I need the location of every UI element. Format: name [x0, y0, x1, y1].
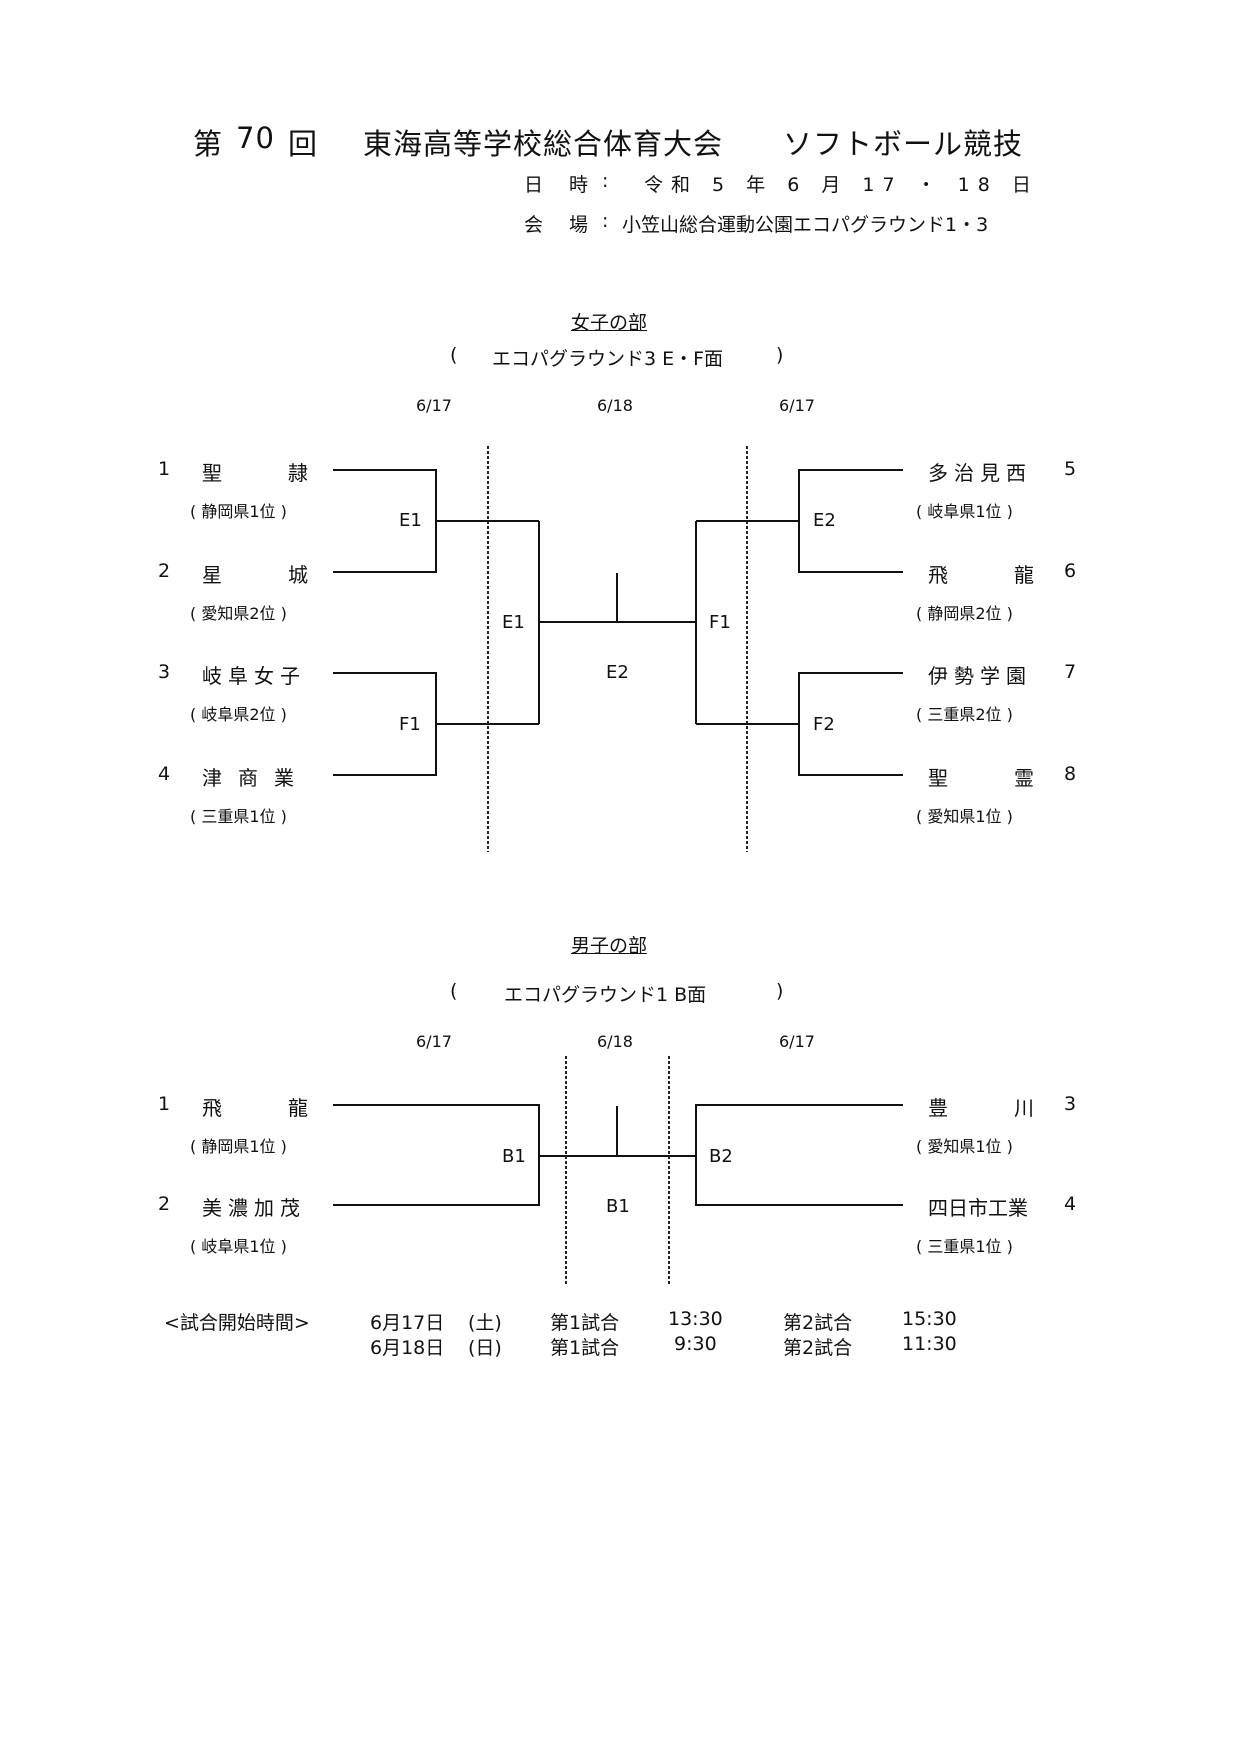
schedule-game2: 第2試合 — [783, 1312, 853, 1334]
team-prefecture: ( 愛知県2位 ) — [190, 604, 287, 623]
women-date-center: 6/18 — [597, 396, 633, 415]
men-date-left: 6/17 — [416, 1032, 452, 1051]
team-prefecture: ( 岐阜県1位 ) — [190, 1237, 287, 1256]
match-label: F1 — [709, 612, 731, 633]
date-colon: : — [602, 170, 609, 192]
schedule-time2: 15:30 — [902, 1308, 957, 1330]
title-sport: ソフトボール競技 — [783, 127, 1024, 161]
team-name: 飛 龍 — [202, 1096, 308, 1120]
team-seed: 5 — [1064, 458, 1077, 480]
team-prefecture: ( 愛知県1位 ) — [916, 1137, 1013, 1156]
team-name: 多治見西 — [928, 461, 1032, 485]
title-tournament: 東海高等学校総合体育大会 — [363, 127, 724, 161]
team-name: 聖 霊 — [928, 766, 1034, 790]
title-number: 70 — [236, 121, 275, 155]
team-prefecture: ( 三重県1位 ) — [916, 1237, 1013, 1256]
schedule-time1: 9:30 — [674, 1333, 717, 1355]
match-label: E1 — [399, 510, 422, 531]
team-name: 豊 川 — [928, 1096, 1034, 1120]
team-name: 伊勢学園 — [928, 664, 1032, 688]
team-seed: 8 — [1064, 763, 1077, 785]
schedule-day: (日) — [468, 1337, 502, 1359]
venue-label: 会 場 — [524, 214, 599, 236]
match-label: F2 — [813, 714, 835, 735]
schedule-game1: 第1試合 — [550, 1337, 620, 1359]
match-label: E2 — [606, 662, 629, 683]
schedule-day: (土) — [468, 1312, 502, 1334]
team-seed: 1 — [158, 1093, 171, 1115]
bracket-line — [798, 672, 903, 776]
bracket-line — [333, 1104, 540, 1206]
schedule-heading: <試合開始時間> — [164, 1312, 310, 1334]
team-prefecture: ( 三重県2位 ) — [916, 705, 1013, 724]
team-name: 津商業 — [202, 766, 310, 790]
team-seed: 3 — [1064, 1093, 1077, 1115]
women-date-left: 6/17 — [416, 396, 452, 415]
team-prefecture: ( 静岡県2位 ) — [916, 604, 1013, 623]
men-section-title: 男子の部 — [571, 935, 648, 957]
bracket-line — [333, 469, 437, 573]
match-label: B1 — [606, 1196, 630, 1217]
team-seed: 6 — [1064, 560, 1077, 582]
team-prefecture: ( 岐阜県1位 ) — [916, 502, 1013, 521]
team-name: 星 城 — [202, 563, 308, 587]
team-seed: 4 — [1064, 1193, 1077, 1215]
date-value: 令和 5 年 6 月 17 ・ 18 日 — [644, 174, 1039, 196]
title-dai: 第 — [193, 127, 224, 161]
men-date-center: 6/18 — [597, 1032, 633, 1051]
women-section-title: 女子の部 — [571, 312, 648, 334]
schedule-time2: 11:30 — [902, 1333, 957, 1355]
title-kai: 回 — [288, 127, 319, 161]
men-venue: エコパグラウンド1 B面 — [504, 984, 707, 1006]
schedule-date: 6月18日 — [370, 1337, 445, 1359]
match-label: F1 — [399, 714, 421, 735]
team-prefecture: ( 三重県1位 ) — [190, 807, 287, 826]
schedule-date: 6月17日 — [370, 1312, 445, 1334]
team-name: 四日市工業 — [928, 1196, 1028, 1220]
women-date-right: 6/17 — [779, 396, 815, 415]
schedule-game1: 第1試合 — [550, 1312, 620, 1334]
team-name: 岐阜女子 — [202, 664, 306, 688]
team-seed: 2 — [158, 560, 171, 582]
team-seed: 2 — [158, 1193, 171, 1215]
schedule-time1: 13:30 — [668, 1308, 723, 1330]
team-prefecture: ( 愛知県1位 ) — [916, 807, 1013, 826]
match-label: B2 — [709, 1146, 733, 1167]
men-date-right: 6/17 — [779, 1032, 815, 1051]
match-label: E1 — [502, 612, 525, 633]
venue-value: 小笠山総合運動公園エコパグラウンド1・3 — [622, 214, 989, 236]
team-seed: 1 — [158, 458, 171, 480]
bracket-line — [798, 469, 903, 573]
bracket-line — [695, 1104, 903, 1206]
team-name: 聖 隷 — [202, 461, 308, 485]
team-seed: 4 — [158, 763, 171, 785]
team-prefecture: ( 静岡県1位 ) — [190, 502, 287, 521]
women-venue: エコパグラウンド3 E・F面 — [492, 348, 724, 370]
team-prefecture: ( 岐阜県2位 ) — [190, 705, 287, 724]
team-prefecture: ( 静岡県1位 ) — [190, 1137, 287, 1156]
match-label: E2 — [813, 510, 836, 531]
women-venue-close: ) — [776, 344, 784, 366]
venue-colon: : — [602, 210, 609, 232]
team-name: 美濃加茂 — [202, 1196, 306, 1220]
schedule-game2: 第2試合 — [783, 1337, 853, 1359]
men-venue-close: ) — [776, 980, 784, 1002]
date-label: 日 時 — [524, 174, 599, 196]
match-label: B1 — [502, 1146, 526, 1167]
men-venue-open: ( — [450, 980, 458, 1002]
team-name: 飛 龍 — [928, 563, 1034, 587]
women-venue-open: ( — [450, 344, 458, 366]
team-seed: 3 — [158, 661, 171, 683]
team-seed: 7 — [1064, 661, 1077, 683]
bracket-line — [333, 672, 437, 776]
